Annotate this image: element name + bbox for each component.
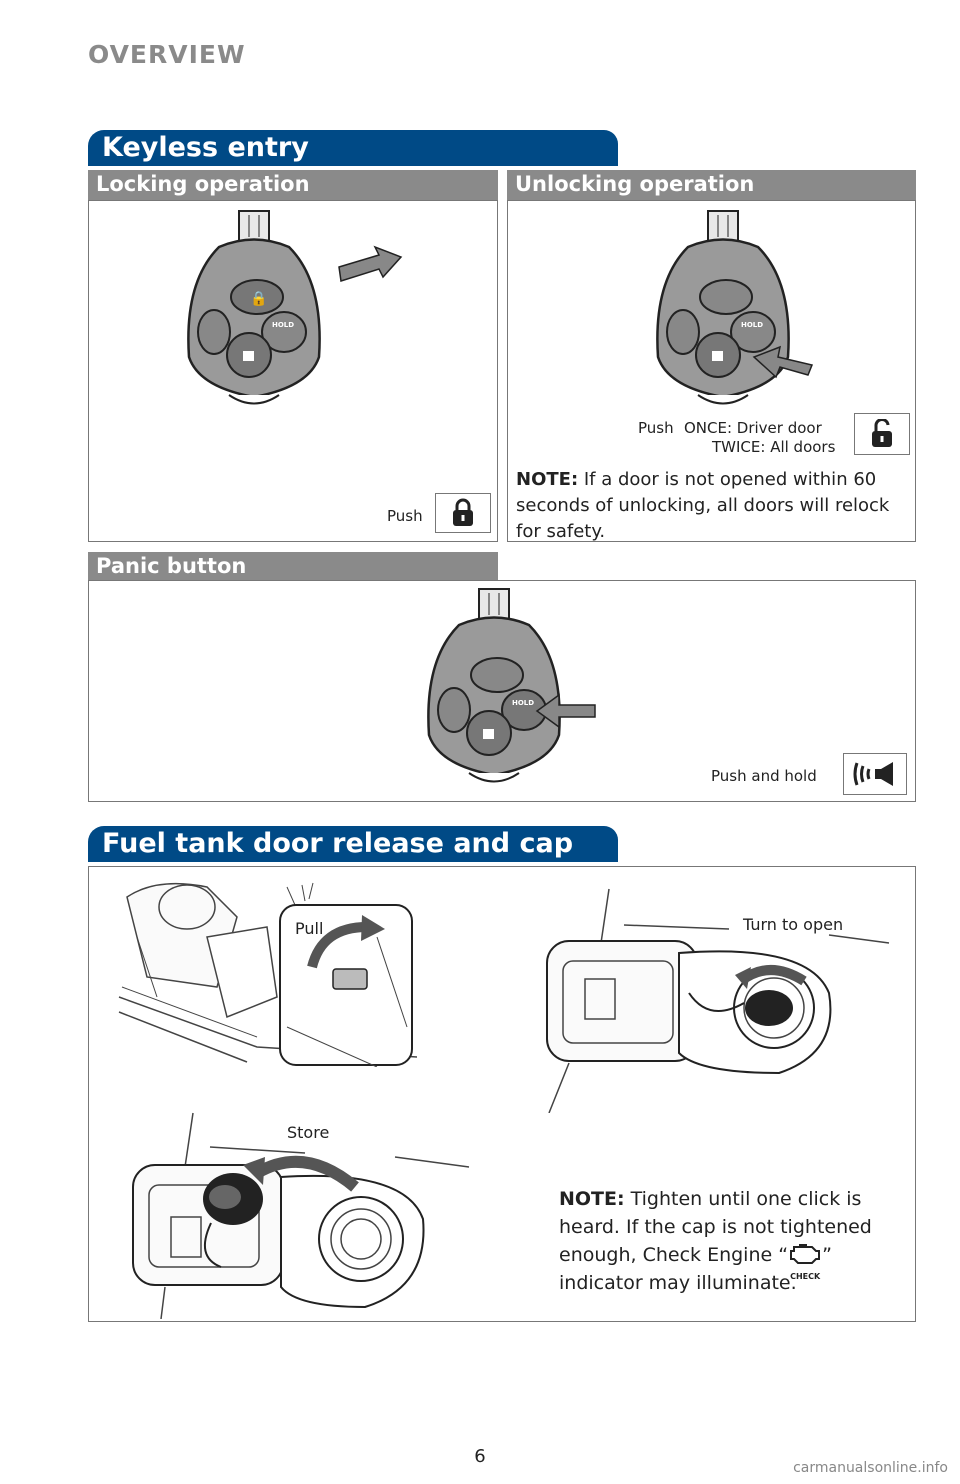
panic-horn-icon — [843, 753, 907, 795]
unlocking-panel: HOLD Push ONCE: Driver door TWICE: All d… — [507, 200, 916, 542]
fuel-cap-note: NOTE: Tighten until one click is heard. … — [559, 1185, 899, 1297]
store-label: Store — [287, 1123, 330, 1142]
fuel-panel: Pull Turn to open Store — [88, 866, 916, 1322]
lock-icon — [435, 493, 491, 533]
unlocking-note: NOTE: If a door is not opened within 60 … — [516, 467, 911, 545]
watermark: carmanualsonline.info — [793, 1460, 948, 1476]
unlocking-push-label: Push — [638, 419, 674, 437]
svg-text:HOLD: HOLD — [272, 321, 294, 329]
turn-to-open-label: Turn to open — [743, 915, 844, 934]
unlocking-operation-heading: Unlocking operation — [507, 170, 916, 200]
fuel-note-text-2: ” indicator may illuminate. — [559, 1244, 832, 1294]
svg-text:🔒: 🔒 — [250, 291, 267, 307]
key-fob-lock-illustration: 🔒 HOLD — [187, 210, 403, 405]
section-title: OVERVIEW — [88, 40, 246, 69]
check-label: CHECK — [790, 1271, 821, 1281]
pull-label: Pull — [295, 919, 324, 938]
svg-text:HOLD: HOLD — [741, 321, 763, 329]
panic-push-label: Push and hold — [711, 767, 817, 785]
fuel-note-text-1: Tighten until one click is heard. If the… — [559, 1188, 872, 1266]
unlock-icon — [854, 413, 910, 455]
locking-push-label: Push — [387, 507, 423, 525]
unlock-twice-label: TWICE: All doors — [712, 438, 836, 456]
key-fob-panic-illustration: HOLD — [427, 588, 596, 783]
key-fob-unlock-illustration: HOLD — [656, 210, 814, 405]
locking-panel: 🔒 HOLD Push — [88, 200, 498, 542]
interior-release-lever-illustration — [118, 882, 417, 1067]
unlocking-note-label: NOTE: — [516, 469, 579, 490]
fuel-note-label: NOTE: — [559, 1188, 625, 1210]
fuel-door-heading: Fuel tank door release and cap — [88, 826, 618, 862]
locking-operation-heading: Locking operation — [88, 170, 498, 200]
panic-panel: HOLD Push and hold — [88, 580, 916, 802]
svg-text:HOLD: HOLD — [512, 699, 534, 707]
keyless-entry-heading: Keyless entry — [88, 130, 618, 166]
check-engine-icon: CHECK — [788, 1243, 822, 1281]
fuel-cap-store-illustration — [132, 1112, 470, 1319]
page-number: 6 — [474, 1446, 486, 1467]
unlock-once-label: ONCE: Driver door — [684, 419, 822, 437]
unlocking-note-text: If a door is not opened within 60 second… — [516, 469, 890, 542]
fuel-cap-turn-illustration — [546, 888, 890, 1113]
panic-button-heading: Panic button — [88, 552, 498, 580]
